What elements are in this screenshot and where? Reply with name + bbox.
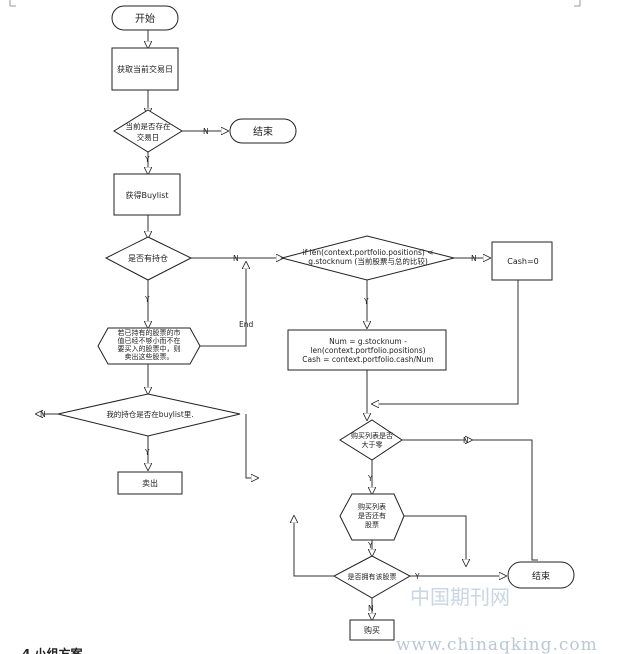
edge-label-position-y: Y <box>363 297 369 306</box>
edge-labels: N Y N Y End N Y N Y N Y Y Y N <box>40 127 477 613</box>
position-check-label-2: g.stocknum (当前股票与总的比较) <box>308 256 428 266</box>
has-holdings-decision: 是否有持仓 <box>104 236 193 281</box>
end-bottom-node: 结束 <box>507 561 575 589</box>
calc-label-2: len(context.portfolio.positions) <box>310 346 425 355</box>
is-trading-day-label-1: 当前是否存在 <box>126 121 171 131</box>
in-buylist-label: 我的持仓是否在buylist里. <box>106 409 193 419</box>
footer-heading-fragment: 4 小组方案 <box>22 646 84 654</box>
watermark-url: www.chinaqking.com <box>396 635 598 654</box>
sell-check-label-1: 若已持有的股票的市 <box>118 328 181 337</box>
cash-zero-label: Cash=0 <box>507 257 539 266</box>
sell-check-label-4: 卖出这些股票。 <box>125 352 174 361</box>
edge-label-position-n: N <box>471 254 477 263</box>
edge-label-owned-y: Y <box>414 572 420 581</box>
in-buylist-decision: 我的持仓是否在buylist里. <box>57 393 241 437</box>
edge-label-end: End <box>239 320 253 329</box>
end-bottom-label: 结束 <box>532 570 550 582</box>
allocation-calc-process: Num = g.stocknum - len(context.portfolio… <box>287 329 447 371</box>
edge-label-trading-n: N <box>203 127 209 136</box>
buy-list-has-more-preparation: 购买列表 是否还有 股票 <box>339 493 405 541</box>
position-check-label-1: if len(context.portfolio.positions) < <box>303 248 434 257</box>
get-buylist-process: 获得Buylist <box>113 173 181 216</box>
sell-label: 卖出 <box>142 478 158 488</box>
buy-list-gt-zero-label-1: 购买列表是否 <box>351 431 393 440</box>
edge-label-holdings-y: Y <box>144 295 150 304</box>
edge-label-owned-n: N <box>368 604 374 613</box>
edge-label-holdings-n: N <box>233 254 239 263</box>
cash-zero-process: Cash=0 <box>491 241 553 281</box>
watermark-cn: 中国期刊网 <box>410 585 510 609</box>
start-label: 开始 <box>135 12 155 25</box>
edge-label-trading-y: Y <box>144 155 150 164</box>
edge-label-gtzero-y: Y <box>367 474 373 483</box>
already-owned-decision: 是否拥有该股票 <box>332 555 412 599</box>
sell-check-label-2: 值已经不够小而不在 <box>118 336 181 345</box>
buy-list-has-more-label-3: 股票 <box>365 521 379 529</box>
edge-label-hasmore-y: Y <box>367 541 373 550</box>
has-holdings-label: 是否有持仓 <box>128 253 168 263</box>
sell-check-label-3: 要买入的股票中，则 <box>118 344 181 353</box>
already-owned-label: 是否拥有该股票 <box>348 572 397 581</box>
calc-label-3: Cash = context.portfolio.cash/Num <box>302 355 433 364</box>
watermark: 中国期刊网 www.chinaqking.com <box>396 585 598 654</box>
start-node: 开始 <box>111 5 179 31</box>
position-check-decision: if len(context.portfolio.positions) < g.… <box>280 235 455 281</box>
edge-label-gtzero-n: N <box>463 436 469 445</box>
end-top-label: 结束 <box>253 125 273 138</box>
edge-label-buylist-y: Y <box>144 448 150 457</box>
get-trading-day-label: 获取当前交易日 <box>117 64 173 74</box>
get-trading-day-process: 获取当前交易日 <box>111 47 179 91</box>
buy-list-gt-zero-label-2: 大于零 <box>362 440 383 449</box>
calc-label-1: Num = g.stocknum - <box>329 337 407 346</box>
edges <box>36 30 538 620</box>
edge-label-buylist-n: N <box>40 410 46 419</box>
buy-process: 购买 <box>349 619 395 641</box>
is-trading-day-label-2: 交易日 <box>137 132 160 142</box>
buy-label: 购买 <box>364 625 380 635</box>
get-buylist-label: 获得Buylist <box>125 190 168 200</box>
sell-check-preparation: 若已持有的股票的市 值已经不够小而不在 要买入的股票中，则 卖出这些股票。 <box>97 327 201 365</box>
end-top-node: 结束 <box>229 118 297 144</box>
page-corner-marks <box>9 0 581 7</box>
buy-list-has-more-label-2: 是否还有 <box>358 511 386 520</box>
sell-process: 卖出 <box>117 471 183 495</box>
buy-list-has-more-label-1: 购买列表 <box>358 502 386 511</box>
buy-list-gt-zero-decision: 购买列表是否 大于零 <box>339 419 403 461</box>
is-trading-day-decision: 当前是否存在 交易日 <box>113 109 183 153</box>
